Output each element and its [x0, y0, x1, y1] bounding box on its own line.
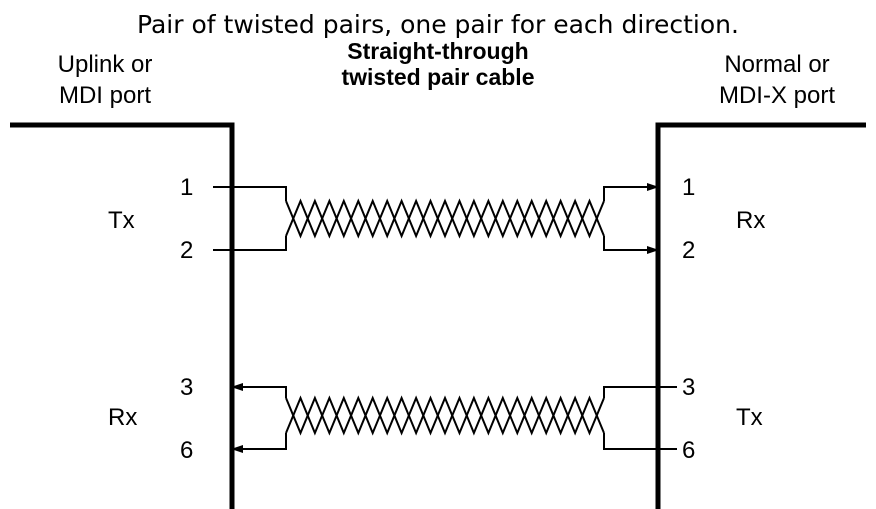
left-port-box [10, 122, 235, 509]
bottom-twisted-pair [285, 395, 605, 436]
left-signal-tx: Tx [108, 207, 135, 234]
right-port-box [655, 122, 866, 509]
wire-pin6-right [603, 433, 677, 450]
top-twisted-pair [285, 198, 605, 239]
right-signal-rx: Rx [736, 207, 765, 234]
twisted-strand-1 [285, 198, 605, 239]
wire-pin2-right [603, 236, 659, 254]
wire-pin3 [231, 383, 287, 398]
wire-pin1-right [603, 183, 659, 201]
wire-pin3-right [603, 386, 677, 398]
left-port-label-line2: MDI port [58, 81, 151, 109]
left-pin-6: 6 [180, 437, 193, 464]
cable-title-line1: Straight-through [347, 38, 529, 64]
diagram-caption: Pair of twisted pairs, one pair for each… [137, 10, 739, 39]
cable-title: Straight-through twisted pair cable [288, 38, 588, 91]
wire-pin6 [231, 433, 287, 453]
right-port-label-line2: MDI-X port [718, 81, 835, 109]
wire-pin2 [213, 236, 287, 251]
twisted-strand-2 [285, 395, 605, 436]
right-port-label-line1: Normal or [724, 51, 830, 78]
right-signal-tx: Tx [736, 404, 763, 431]
twisted-strand-1 [285, 395, 605, 436]
left-signal-rx: Rx [108, 404, 137, 431]
right-pin-2: 2 [682, 237, 695, 264]
left-port-label: Uplink or MDI port [20, 50, 190, 111]
wire-pin1 [213, 186, 287, 201]
bottom-pair-wires [231, 383, 677, 453]
right-pin-1: 1 [682, 174, 695, 201]
right-port-label: Normal or MDI-X port [682, 50, 872, 111]
right-pin-6: 6 [682, 437, 695, 464]
right-pin-3: 3 [682, 374, 695, 401]
left-pin-2: 2 [180, 237, 193, 264]
left-pin-3: 3 [180, 374, 193, 401]
left-pin-1: 1 [180, 174, 193, 201]
left-port-label-line1: Uplink or [57, 51, 153, 78]
top-pair-wires [213, 183, 659, 254]
cable-title-line2: twisted pair cable [341, 64, 535, 91]
twisted-strand-2 [285, 198, 605, 239]
